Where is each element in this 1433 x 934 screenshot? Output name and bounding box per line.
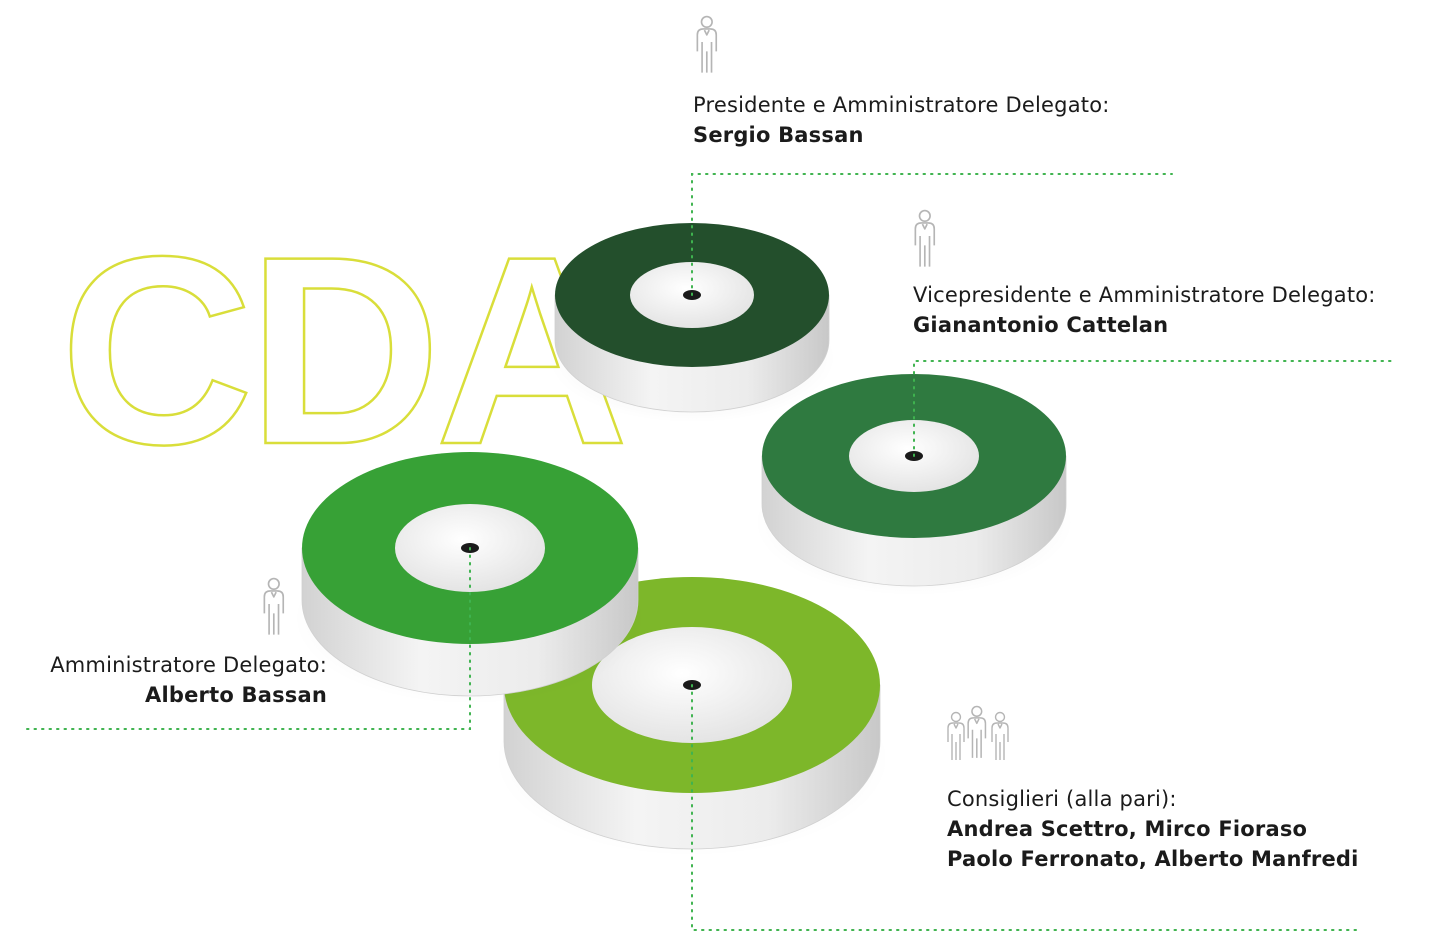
consiglieri-person-icon-center-body: [967, 717, 987, 758]
consiglieri-person-icon-right: [991, 711, 1009, 760]
vice-leader: [913, 360, 1396, 457]
ad-person-icon-head: [267, 577, 280, 591]
president-role: Presidente e Amministratore Delegato:: [693, 93, 1110, 117]
consiglieri-leader: [691, 684, 1363, 931]
consiglieri-names-line-2: Paolo Ferronato, Alberto Manfredi: [947, 847, 1359, 871]
president-person-icon: [696, 15, 718, 73]
vice-disc: [754, 374, 1074, 596]
consiglieri-role: Consiglieri (alla pari):: [947, 787, 1177, 811]
consiglieri-person-icon-left-head: [950, 711, 962, 723]
consiglieri-names-line-1: Andrea Scettro, Mirco Fioraso: [947, 817, 1308, 841]
president-name: Sergio Bassan: [693, 123, 864, 147]
ad-person-icon-body: [263, 590, 285, 635]
vice-name: Gianantonio Cattelan: [913, 313, 1169, 337]
president-person-icon-head: [700, 15, 713, 29]
president-person-icon-body: [696, 28, 718, 73]
consiglieri-label: Consiglieri (alla pari): Andrea Scettro,…: [947, 784, 1359, 874]
vice-label: Vicepresidente e Amministratore Delegato…: [913, 280, 1376, 340]
president-disc: [548, 223, 836, 423]
vice-person-icon-body: [914, 222, 936, 267]
ad-role: Amministratore Delegato:: [50, 653, 327, 677]
consiglieri-person-icon-left-body: [947, 722, 965, 760]
consiglieri-group-icon: [947, 705, 1009, 760]
ad-label: Amministratore Delegato: Alberto Bassan: [0, 650, 327, 710]
consiglieri-person-icon-center: [967, 705, 987, 758]
ad-name: Alberto Bassan: [145, 683, 327, 707]
consiglieri-person-icon-left: [947, 711, 965, 760]
president-leader: [691, 173, 1173, 296]
cda-title: CDA: [60, 200, 624, 500]
consiglieri-person-icon-right-body: [991, 722, 1009, 760]
vice-person-icon-head: [918, 209, 931, 223]
consiglieri-person-icon-right-head: [994, 711, 1006, 723]
consiglieri-person-icon-center-head: [971, 705, 983, 718]
vice-role: Vicepresidente e Amministratore Delegato…: [913, 283, 1376, 307]
ad-person-icon: [263, 577, 285, 635]
ad-leader: [21, 547, 471, 730]
vice-person-icon: [914, 209, 936, 267]
president-label: Presidente e Amministratore Delegato: Se…: [693, 90, 1110, 150]
